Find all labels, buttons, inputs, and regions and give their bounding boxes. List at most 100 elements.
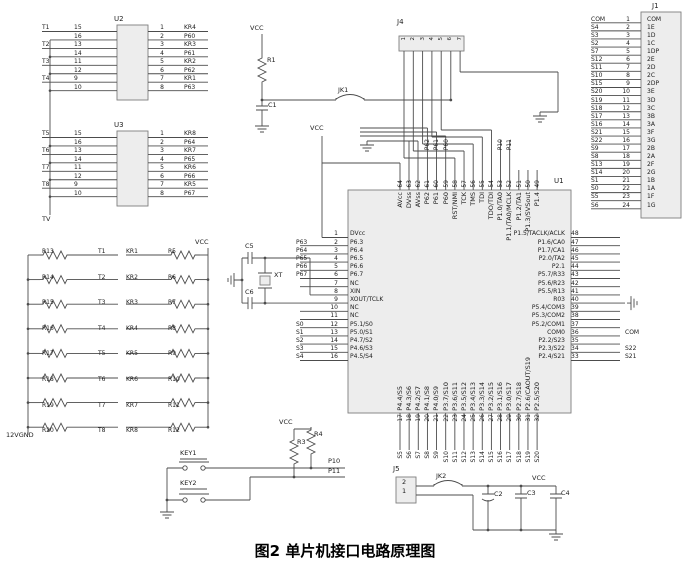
pin-number: 14 [622,120,630,128]
pin-number: 6 [160,66,164,74]
net-label: S4 [296,353,304,361]
pin-number: 1 [160,130,164,138]
pin-column: P2.6/CAOUT/S19 [524,348,533,412]
j1-body [640,11,682,219]
pin-number: 50 [524,180,532,188]
pin-row: P2.2/S23 35 [400,336,690,344]
pin-number: 62 [415,180,423,188]
pin-row: S1 21 1B [591,176,686,184]
pin-number: 4 [160,155,164,163]
resistor-ref: R10 [168,375,180,383]
pin-number: 10 [74,189,82,197]
resistor-row: R20 T8 [40,410,118,436]
pin-number: 42 [571,279,579,287]
pin-column: P4.3/S6 [405,348,414,412]
u1-top-pin-names: AVcc DVss AVss P62 P61 P60 RST/NMI TCK T… [396,191,543,241]
vcc-label-keys: VCC [279,418,293,426]
pin-name: P6.7 [350,271,364,279]
net-label: KR8 [184,130,196,138]
net-label-p11: P11 [328,467,341,475]
net-label: T5 [42,130,50,138]
resistor-row: KR8 R12 [126,410,208,436]
pin-number: 44 [571,263,579,271]
vcc-label-reset: VCC [250,24,264,32]
pin-number: 47 [571,238,579,246]
pin-row: P5.2/COM1 37 [400,319,690,328]
net-label: S13 [591,161,603,169]
pin-number: 5 [438,37,445,41]
pin-name: P5.1/S0 [350,320,373,328]
pin-number: 45 [571,255,579,263]
pin-row: 16 [40,31,116,40]
pin-number: 9 [334,295,338,303]
net-label: T4 [98,324,106,332]
pin-column: S13 [469,451,478,466]
pin-name: COM0 [547,328,565,336]
u2-ref: U2 [114,15,124,23]
pin-column: 53 P10 [496,138,505,190]
pin-row: P5.7/R33 43 [400,270,690,278]
pin-name: P2.3/S22 [538,345,565,353]
pin-name: P5.4/COM3 [531,304,565,312]
pin-number: 12 [74,66,82,74]
pin-number: 30 [515,414,523,422]
net-label: P61 [433,138,441,150]
net-label: KR8 [126,427,138,435]
pin-name: 3F [647,128,655,136]
pin-column: S11 [451,451,460,466]
resistor-array-left: R13 T1 R14 T2 R15 T3 R16 T4 R17 T5 R18 T… [40,230,118,435]
pin-row: 10 [40,82,116,91]
pin-number: 59 [442,180,450,188]
pin-number: 63 [406,180,414,188]
pin-row: 3 KR7 [152,146,232,154]
pin-name: 3B [647,112,655,120]
pin-number: 3 [160,147,164,155]
pin-name: P1.6/CA0 [537,238,565,246]
net-label: P66 [184,172,196,180]
net-label: S8 [424,451,432,459]
pin-row: 6 P62 [152,65,232,74]
pin-number: 41 [571,287,579,295]
net-label: P11 [506,138,514,150]
pin-column: S6 [405,451,414,466]
pin-number: 19 [622,161,630,169]
pin-column: S19 [524,451,533,466]
net-label: S10 [442,451,450,463]
net-label: P61 [184,49,196,57]
pin-row: P5.4/COM3 39 [400,303,690,311]
figure-caption: 图2 单片机接口电路原理图 [254,542,436,560]
pin-name: P1.5/TACLK/ACLK [513,230,565,238]
net-label: T1 [98,247,106,255]
pin-column: S18 [515,451,524,466]
net-label: P65 [296,255,308,263]
pin-name: 2D [647,64,656,72]
pin-number: 14 [330,336,338,344]
pin-name: P61 [432,192,441,205]
pin-column: P3.3/S14 [478,348,487,412]
pin-name: P5.0/S1 [350,328,373,336]
pin-column: AVss [414,191,423,241]
pin-number: 16 [74,138,82,146]
net-label: T1 [42,24,50,32]
net-label: KR7 [184,147,196,155]
pin-name: P2.7/S18 [514,382,523,411]
pin-number: 15 [622,128,630,136]
u1-ref: U1 [554,177,564,185]
net-label: T8 [98,427,106,435]
pin-name: TDI [478,192,487,203]
resistor-row: R17 T5 [40,333,118,359]
net-label: KR2 [126,273,138,281]
pin-number: 16 [330,353,338,361]
pin-number: 2 [410,37,417,41]
pin-name: P3.0/S17 [505,382,514,411]
pin-name: 3D [647,96,656,104]
pin-name: P3.6/S11 [450,382,459,411]
pin-row: P2.4/S21 33 S21 [400,352,690,360]
net-label: T6 [42,147,50,155]
net-label: S19 [524,451,532,463]
resistor-row: KR2 R6 [126,256,208,282]
pin-column: 62 [414,138,423,190]
pin-number: 2 [626,23,630,31]
pin-row: P2.1 44 [400,262,690,270]
pin-row: S7 5 1DP [591,47,686,55]
